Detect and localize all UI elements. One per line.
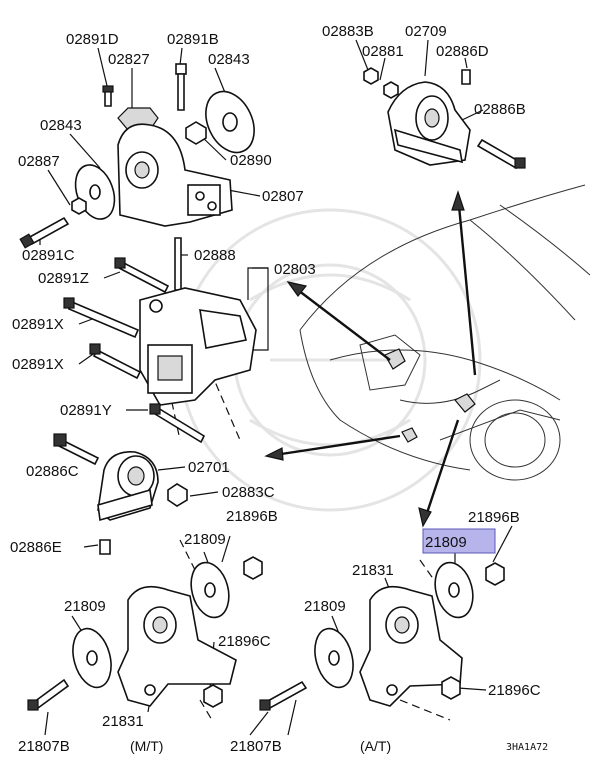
nut-02883B-part (363, 67, 379, 85)
bolt-02891B-part (175, 63, 187, 75)
variant-label-at: (A/T) (360, 738, 391, 754)
label-21831-at[interactable]: 21831 (352, 562, 394, 579)
label-21896C-mt[interactable]: 21896C (218, 633, 271, 650)
diagram-code: 3HA1A72 (506, 742, 548, 753)
label-02843-top[interactable]: 02843 (208, 51, 250, 68)
nut-02890-part (185, 121, 207, 145)
label-21809-mt-left[interactable]: 21809 (64, 598, 106, 615)
bolt-02886D-part (461, 69, 471, 85)
label-02891Y[interactable]: 02891Y (60, 402, 112, 419)
label-02827[interactable]: 02827 (108, 51, 150, 68)
label-02701[interactable]: 02701 (188, 459, 230, 476)
label-02891X-upper[interactable]: 02891X (12, 316, 64, 333)
bolt-02886B-part (476, 138, 522, 170)
bolt-21807B-mt-part (32, 678, 70, 710)
nut-02881-part (383, 81, 399, 99)
engine-mount-02709-group (363, 67, 526, 170)
label-02883C[interactable]: 02883C (222, 484, 275, 501)
label-21807B-at[interactable]: 21807B (230, 738, 282, 755)
label-02843-left[interactable]: 02843 (40, 117, 82, 134)
label-02886E[interactable]: 02886E (10, 539, 62, 556)
label-21809-mt-top[interactable]: 21809 (184, 531, 226, 548)
nut-21896B-at-part (485, 562, 505, 586)
label-02891Z[interactable]: 02891Z (38, 270, 89, 287)
leader-lines (39, 39, 513, 736)
mt-mount-group (27, 556, 308, 711)
label-02886D[interactable]: 02886D (436, 43, 489, 60)
bolt-21807B-at-part (264, 680, 308, 710)
bolt-02886E-part (99, 539, 111, 555)
label-02886C[interactable]: 02886C (26, 463, 79, 480)
highlight-21809[interactable] (422, 528, 496, 554)
nut-21896B-mt-part (243, 556, 263, 580)
label-02803[interactable]: 02803 (274, 261, 316, 278)
bracket-21831-at-part (359, 585, 463, 707)
nut-21896C-mt-part (203, 684, 223, 708)
label-02709[interactable]: 02709 (405, 23, 447, 40)
nut-21896C-at-part (441, 676, 461, 700)
label-21809-at-highlighted[interactable]: 21809 (425, 534, 467, 551)
label-02891X-lower[interactable]: 02891X (12, 356, 64, 373)
label-02891C[interactable]: 02891C (22, 247, 75, 264)
vehicle-body-outline (299, 184, 591, 481)
label-02807[interactable]: 02807 (262, 188, 304, 205)
label-02886B[interactable]: 02886B (474, 101, 526, 118)
bolt-02891C-part (26, 216, 70, 246)
label-02890[interactable]: 02890 (230, 152, 272, 169)
label-21807B-mt[interactable]: 21807B (18, 738, 70, 755)
stud-02888-part (174, 237, 182, 291)
label-02891D[interactable]: 02891D (66, 31, 119, 48)
direction-arrows (264, 190, 477, 528)
label-21809-at-left[interactable]: 21809 (304, 598, 346, 615)
label-02881[interactable]: 02881 (362, 43, 404, 60)
engine-mount-upper-group (19, 63, 257, 444)
label-02888[interactable]: 02888 (194, 247, 236, 264)
label-21896C-at[interactable]: 21896C (488, 682, 541, 699)
label-02883B[interactable]: 02883B (322, 23, 374, 40)
part-labels: 02891D 02891B 02827 02843 02843 02890 02… (10, 23, 548, 755)
label-21831-mt[interactable]: 21831 (102, 713, 144, 730)
label-21896B-mt[interactable]: 21896B (226, 508, 278, 525)
label-02891B[interactable]: 02891B (167, 31, 219, 48)
label-21896B-at[interactable]: 21896B (468, 509, 520, 526)
transmission-mount-02701-group (53, 433, 188, 555)
label-02887[interactable]: 02887 (18, 153, 60, 170)
nut-02883C-part (167, 483, 188, 507)
at-mount-group (314, 528, 505, 707)
variant-label-mt: (M/T) (130, 738, 163, 754)
